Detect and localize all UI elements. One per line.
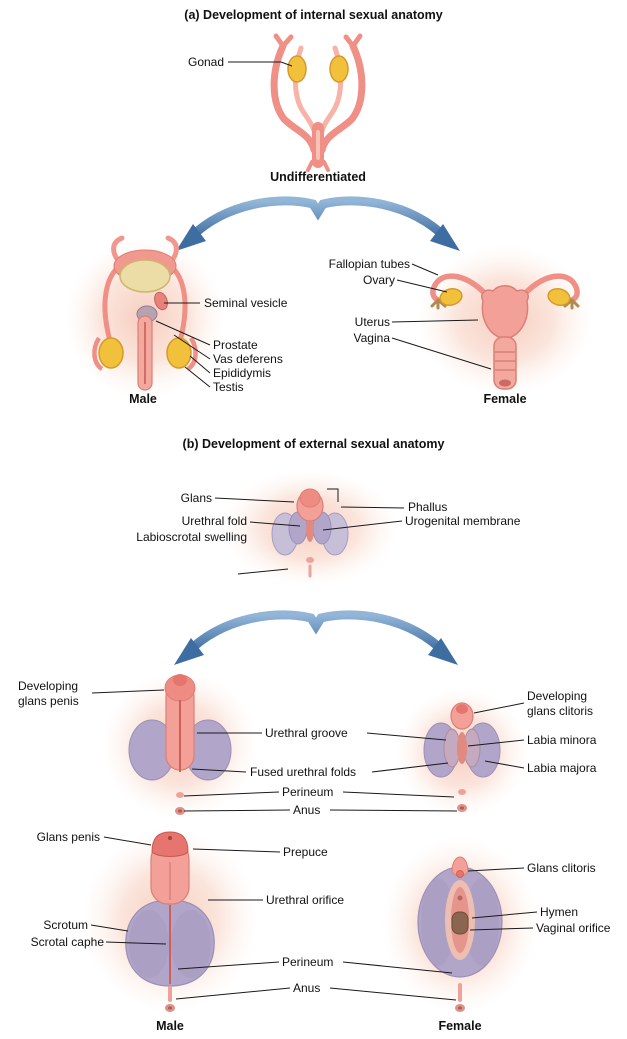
label-ovary: Ovary: [362, 273, 395, 287]
glans-penis-shape: [151, 831, 189, 857]
label-urethral-orifice: Urethral orifice: [266, 893, 345, 907]
label-phallus: Phallus: [408, 500, 448, 514]
ovary-left: [439, 288, 463, 306]
gonad-right: [329, 55, 349, 83]
label-anus-developing: Anus: [293, 803, 321, 817]
caption-female-internal: Female: [483, 392, 527, 406]
label-developing-glans-clitoris: Developing glans clitoris: [527, 689, 594, 718]
label-prepuce: Prepuce: [283, 845, 328, 859]
label-hymen: Hymen: [540, 905, 579, 919]
label-urethral-fold: Urethral fold: [181, 514, 247, 528]
male-internal-illustration: [65, 235, 225, 398]
label-anus: Anus: [293, 981, 321, 995]
female-internal-illustration: [417, 245, 593, 395]
label-urethral-groove: Urethral groove: [265, 726, 348, 740]
vagina-shape: [493, 336, 517, 390]
label-prostate: Prostate: [213, 338, 258, 352]
caption-male-external: Male: [156, 1019, 184, 1033]
label-labioscrotal-swelling: Labioscrotal swelling: [136, 530, 247, 544]
ovary-right: [547, 288, 571, 306]
panel-a-title: (a) Development of internal sexual anato…: [184, 8, 443, 22]
testis-right: [166, 337, 192, 369]
fallopian-tube-right: [517, 273, 580, 303]
fallopian-tube-left: [430, 273, 493, 303]
perineum-dot: [458, 789, 466, 795]
label-scrotal-raphe: Scrotal caphe: [30, 935, 104, 949]
caption-female-external: Female: [438, 1019, 482, 1033]
epididymis-left: [92, 336, 104, 371]
label-perineum: Perineum: [282, 955, 334, 969]
glans-clitoris-dot: [456, 870, 464, 878]
seminal-vesicle-shape: [154, 291, 168, 311]
label-gonad: Gonad: [188, 55, 225, 69]
label-uterus: Uterus: [354, 315, 390, 329]
undifferentiated-internal-illustration: [270, 33, 366, 172]
label-vas-deferens: Vas deferens: [213, 352, 283, 366]
label-vaginal-orifice: Vaginal orifice: [536, 921, 611, 935]
label-urogenital-membrane: Urogenital membrane: [405, 514, 521, 528]
label-labia-minora: Labia minora: [527, 733, 597, 747]
urethral-orifice-dot: [457, 895, 463, 901]
branch-arrow-internal: [176, 196, 460, 251]
leader-lines: [90, 61, 538, 1001]
caption-male-internal: Male: [129, 392, 157, 406]
arrowhead-left: [176, 224, 206, 251]
testis-left: [98, 337, 124, 369]
branch-arrow-external: [174, 610, 458, 665]
urogenital-membrane-shape: [306, 518, 314, 542]
gonad-left: [287, 55, 307, 83]
urethral-orifice-dot: [168, 836, 172, 840]
vaginal-orifice-hymen-shape: [451, 911, 469, 935]
bladder: [119, 259, 171, 293]
glans-shape: [299, 488, 321, 508]
caption-undifferentiated: Undifferentiated: [270, 170, 366, 184]
label-testis: Testis: [213, 380, 244, 394]
label-perineum-developing: Perineum: [282, 785, 334, 799]
arrowhead-right: [428, 638, 458, 665]
arrowhead-left: [174, 638, 204, 665]
developing-female-external-illustration: [396, 688, 528, 816]
mature-female-external-illustration: [382, 837, 538, 1013]
label-fallopian-tubes: Fallopian tubes: [328, 257, 410, 271]
label-glans-penis: Glans penis: [36, 830, 100, 844]
label-vagina: Vagina: [353, 331, 390, 345]
arrowhead-right: [430, 224, 460, 251]
label-fused-urethral-folds: Fused urethral folds: [250, 765, 357, 779]
perineum-dot: [176, 792, 184, 798]
label-developing-glans-penis: Developing glans penis: [18, 679, 79, 708]
undifferentiated-external-illustration: [222, 470, 398, 586]
label-glans: Glans: [180, 491, 212, 505]
label-epididymis: Epididymis: [213, 366, 272, 380]
mature-male-external-illustration: [82, 828, 258, 1012]
panel-b-title: (b) Development of external sexual anato…: [182, 437, 445, 451]
label-labia-majora: Labia majora: [527, 761, 597, 775]
label-glans-clitoris: Glans clitoris: [527, 861, 596, 875]
label-seminal-vesicle: Seminal vesicle: [204, 296, 288, 310]
epididymis-right: [186, 336, 198, 371]
label-scrotum: Scrotum: [43, 918, 88, 932]
developing-male-external-illustration: [102, 671, 258, 819]
